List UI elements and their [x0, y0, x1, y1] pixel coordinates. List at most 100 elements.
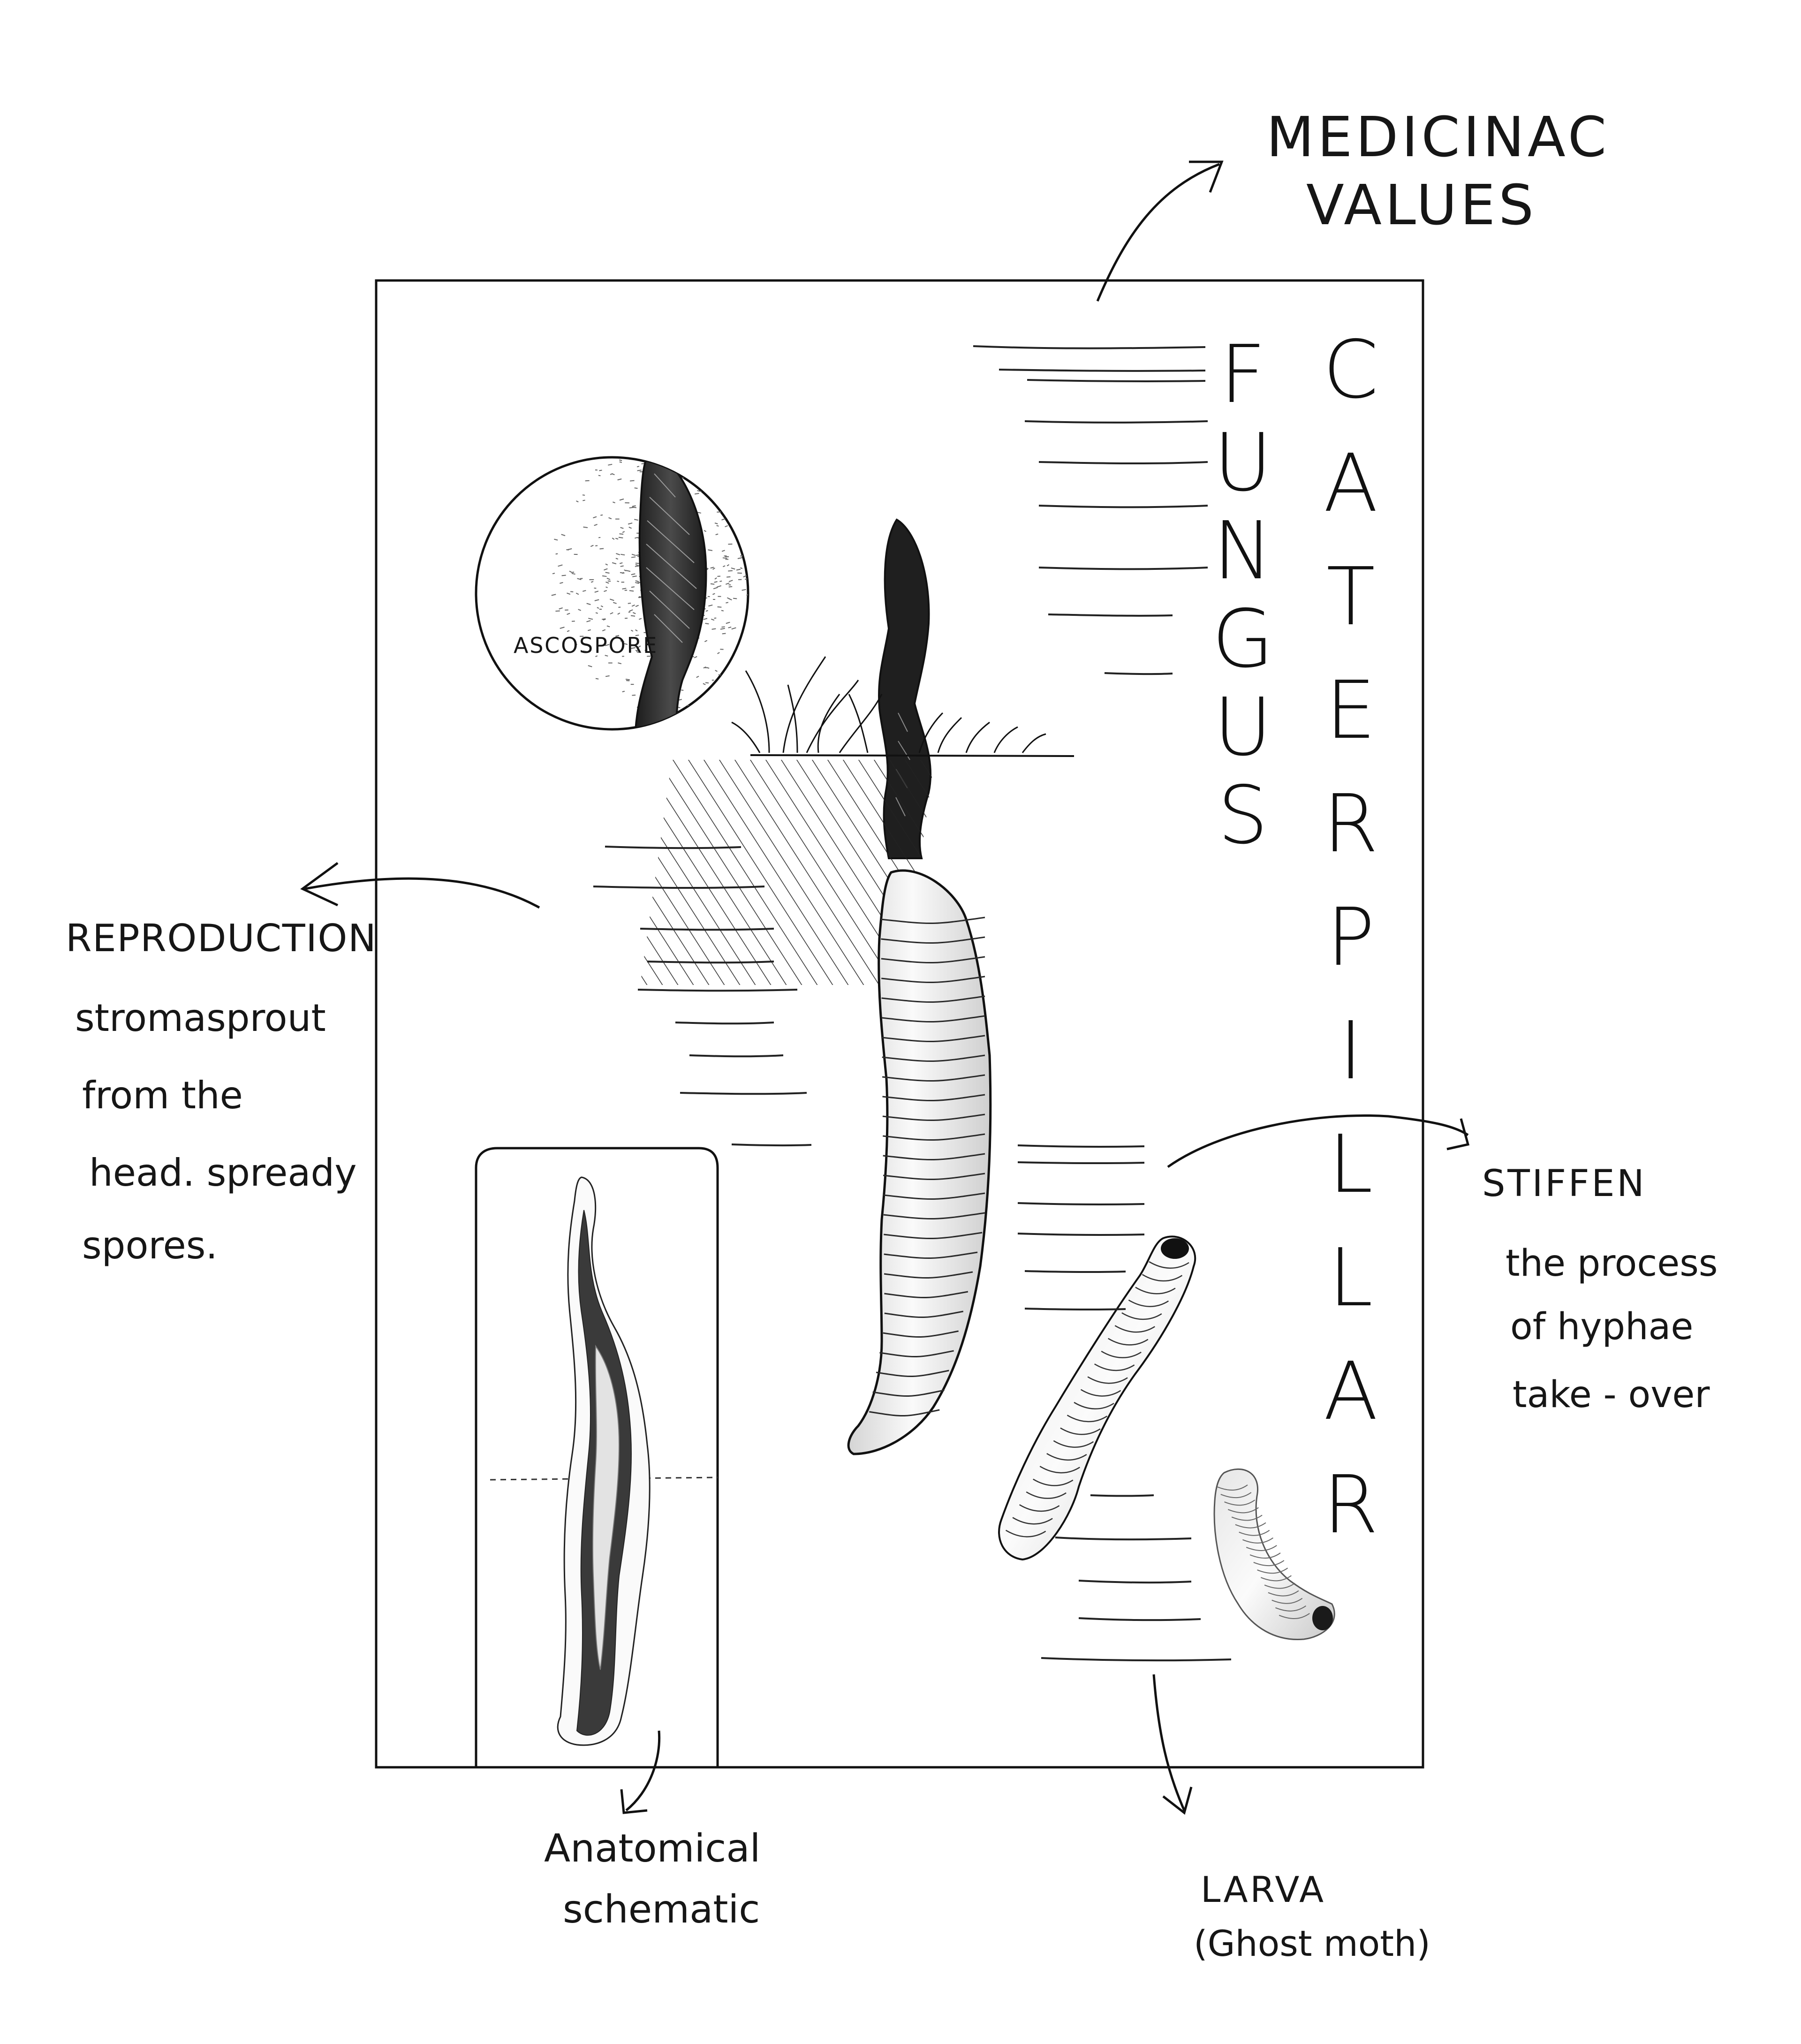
spore-fleck: [749, 593, 753, 594]
spore-fleck: [764, 569, 768, 570]
spore-fleck: [551, 594, 556, 596]
spore-fleck: [704, 530, 707, 532]
spore-fleck: [635, 564, 638, 566]
spore-fleck: [708, 604, 713, 607]
larva-head: [1161, 1238, 1189, 1259]
stiffen-line1: the process: [1506, 1242, 1718, 1285]
caterpillar-body: [847, 869, 992, 1455]
stiffen-line3: take - over: [1513, 1374, 1710, 1416]
spore-fleck: [606, 625, 610, 628]
pupa-head: [1312, 1606, 1333, 1630]
anatomical-line2: schematic: [563, 1887, 760, 1932]
spore-fleck: [682, 469, 686, 472]
stiffen-line2: of hyphae: [1510, 1306, 1694, 1348]
spore-fleck: [734, 656, 738, 658]
spore-fleck: [736, 486, 739, 489]
spore-fleck: [594, 587, 597, 589]
larva-segment: [1121, 1312, 1162, 1320]
medicinal-label-line2: VALUES: [1306, 173, 1537, 237]
larva-arrow: [1152, 1674, 1186, 1811]
spore-fleck: [721, 518, 726, 521]
reproduction-line3: head. spready: [89, 1151, 357, 1195]
body-segment: [872, 1389, 945, 1397]
pupa-segment: [1242, 1537, 1274, 1544]
body-segment: [884, 1251, 978, 1259]
larva-segment: [1026, 1491, 1067, 1499]
spore-fleck: [709, 467, 713, 469]
spore-fleck: [617, 478, 622, 481]
larva-segment: [1080, 1389, 1121, 1397]
spore-fleck: [768, 568, 772, 569]
reproduction-line1: stromasprout: [75, 996, 326, 1040]
spore-fleck: [638, 645, 641, 648]
spore-fleck: [608, 517, 612, 520]
caterpillar-letter-5: P: [1326, 891, 1375, 984]
spore-fleck: [593, 516, 597, 519]
larva-segment: [1087, 1376, 1128, 1384]
spore-fleck: [715, 698, 719, 701]
spore-fleck: [615, 558, 619, 560]
spore-fleck: [696, 477, 700, 480]
spore-fleck: [727, 487, 732, 490]
spore-fleck: [617, 613, 621, 615]
spore-fleck: [723, 565, 726, 568]
spore-fleck: [635, 629, 638, 632]
larva-scribble-lines: [1041, 1494, 1232, 1662]
spore-fleck: [628, 522, 633, 525]
pupa-segment: [1217, 1484, 1248, 1491]
spore-fleck: [603, 619, 606, 621]
body-segment: [881, 956, 985, 964]
medicinal-label-line1: MEDICINAC: [1266, 105, 1610, 169]
spore-fleck: [582, 590, 586, 592]
spore-fleck: [775, 545, 777, 546]
larva-arrowhead: [1162, 1787, 1193, 1815]
spore-fleck: [594, 599, 599, 601]
reproduction-arrowhead: [300, 862, 339, 907]
body-segment: [882, 1074, 985, 1082]
body-segment: [884, 1271, 973, 1279]
spore-fleck: [594, 590, 599, 593]
spore-fleck: [753, 665, 756, 666]
spore-fleck: [647, 655, 651, 657]
spore-fleck: [569, 570, 572, 573]
larva-segment: [1101, 1350, 1142, 1358]
spore-fleck: [621, 572, 625, 574]
spore-fleck: [741, 512, 744, 515]
spore-fleck: [618, 537, 623, 538]
spore-fleck: [717, 652, 720, 654]
spore-fleck: [694, 492, 699, 495]
pupa-segment: [1257, 1567, 1288, 1574]
body-segment: [884, 1291, 969, 1299]
spore-fleck: [725, 457, 728, 459]
spore-fleck: [777, 537, 781, 538]
fungus-letter-0: F: [1220, 328, 1266, 421]
larva-segment: [1094, 1363, 1135, 1371]
spore-fleck: [736, 568, 741, 571]
medicinal-arrowhead: [1189, 160, 1224, 193]
spore-fleck: [588, 665, 592, 667]
pupa-segment: [1239, 1529, 1270, 1536]
spore-fleck: [732, 513, 735, 515]
spore-fleck: [726, 602, 729, 604]
spore-fleck: [697, 512, 701, 514]
pupa-segment: [1253, 1560, 1285, 1567]
spore-fleck: [570, 591, 574, 592]
spore-fleck: [597, 607, 599, 609]
spore-fleck: [714, 617, 717, 619]
pupa-segment: [1264, 1582, 1295, 1589]
spore-fleck: [620, 640, 625, 643]
spore-fleck: [737, 557, 742, 559]
spore-fleck: [630, 647, 636, 649]
spore-fleck: [720, 628, 725, 630]
medicinal-scribble-lines: [973, 345, 1208, 675]
caterpillar-letter-9: A: [1323, 1345, 1378, 1438]
larva-segment: [1135, 1287, 1176, 1295]
spore-fleck: [615, 537, 619, 540]
spore-fleck: [754, 580, 758, 581]
spore-fleck: [578, 609, 582, 611]
spore-fleck: [644, 649, 648, 651]
spore-fleck: [703, 666, 706, 669]
ground-line: [750, 754, 1075, 757]
spore-fleck: [624, 643, 628, 645]
spore-fleck: [728, 626, 732, 628]
